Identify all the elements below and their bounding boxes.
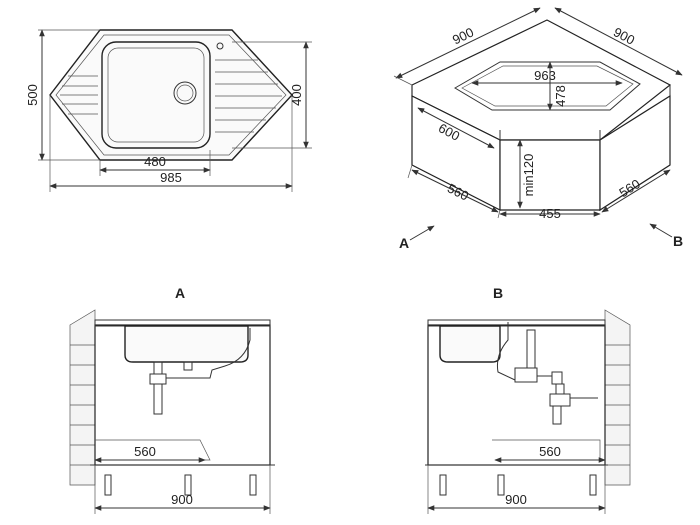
- dim-400-label: 400: [289, 84, 304, 106]
- view-b-title: B: [493, 285, 503, 301]
- dim-500-label: 500: [25, 84, 40, 106]
- view-a-arrow-icon: [409, 225, 435, 241]
- left-drainer-ribs: [60, 75, 98, 115]
- view-b-bowl: [439, 325, 501, 363]
- view-b-dim-560-label: 560: [539, 444, 561, 459]
- view-b-section: B: [425, 285, 631, 514]
- tap-hole-icon: [216, 42, 224, 50]
- right-drainer-ribs: [215, 59, 282, 133]
- view-b-siphon: [497, 322, 598, 425]
- dim-478-label: 478: [553, 85, 568, 107]
- view-b-wall: [604, 309, 631, 486]
- sink-bowl: [101, 41, 211, 149]
- view-a-title: A: [175, 285, 185, 301]
- dim-900-right-label: 900: [611, 24, 637, 47]
- dim-985-label: 985: [160, 170, 182, 185]
- view-a-dim-560-label: 560: [134, 444, 156, 459]
- view-a-section: A 560: [69, 285, 275, 514]
- view-a-siphon: [149, 328, 251, 415]
- arrow-b-label: B: [673, 233, 683, 249]
- view-a-bowl: [124, 325, 249, 363]
- dim-480-label: 480: [144, 154, 166, 169]
- view-a-dim-900-label: 900: [171, 492, 193, 507]
- view-b-dim-900-label: 900: [505, 492, 527, 507]
- drain-icon: [173, 81, 197, 105]
- dim-min120-label: min120: [521, 154, 536, 197]
- iso-center-panel: [499, 139, 601, 211]
- iso-cabinet-view: 900 900 963 478 600 min120 560 455 560 A…: [393, 7, 683, 251]
- top-view-sink: 480 985 500 400: [25, 29, 312, 192]
- view-b-arrow-icon: [649, 223, 673, 238]
- dim-900-left-label: 900: [450, 24, 476, 47]
- arrow-a-label: A: [399, 235, 409, 251]
- dim-455-label: 455: [539, 206, 561, 221]
- dim-963-label: 963: [534, 68, 556, 83]
- view-a-wall: [69, 309, 96, 486]
